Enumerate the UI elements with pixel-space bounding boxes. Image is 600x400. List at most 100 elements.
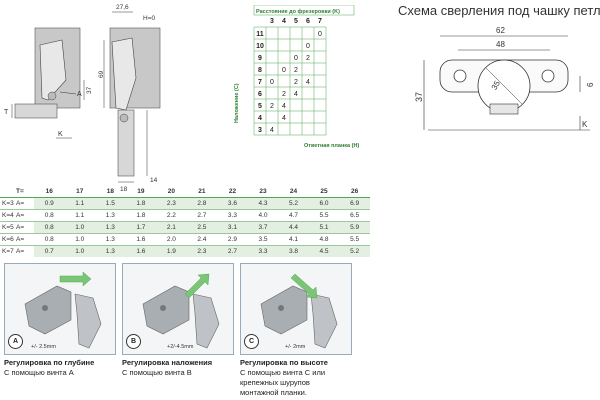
table-header-t-value: 18 bbox=[95, 186, 126, 198]
table-cell: 5.5 bbox=[308, 209, 340, 222]
table-row-k: K=4 bbox=[0, 209, 16, 222]
grid-col-header: 3 bbox=[270, 18, 274, 25]
depth-arrow-icon bbox=[59, 271, 92, 287]
grid-bottom-label: Ответная планка (H) bbox=[304, 143, 359, 149]
panel-overlay-adjust: B +2/-4.5mm bbox=[122, 263, 234, 355]
caption-overlay-text: С помощью винта В bbox=[122, 368, 192, 377]
table-row-a: A= bbox=[16, 245, 34, 257]
grid-cell: 0 bbox=[294, 55, 298, 62]
k-drill-label: K bbox=[582, 120, 588, 129]
table-cell: 1.7 bbox=[125, 221, 157, 234]
hinge-arm-right bbox=[111, 37, 137, 111]
drilling-scheme-title: Схема сверления под чашку петли bbox=[398, 3, 600, 18]
k-label: K bbox=[58, 131, 63, 138]
table-cell: 0.8 bbox=[34, 233, 65, 246]
table-cell: 2.9 bbox=[217, 233, 248, 246]
hinge-image-depth bbox=[24, 271, 102, 349]
table-cell: 2.1 bbox=[156, 221, 187, 234]
hinge-image-overlay bbox=[142, 273, 220, 349]
table-cell: 1.5 bbox=[95, 197, 126, 210]
table-cell: 3.3 bbox=[247, 245, 279, 257]
dim-14-label: 14 bbox=[150, 177, 158, 184]
grid-row-label: 6 bbox=[258, 91, 262, 98]
table-cell: 3.8 bbox=[278, 245, 309, 257]
grid-top-label: Расстояние до фрезеровки (K) bbox=[256, 8, 340, 15]
grid-cell: 0 bbox=[318, 31, 322, 38]
hinge-arm-left bbox=[39, 39, 67, 101]
table-cell: 0.9 bbox=[34, 197, 65, 210]
hinge-section-drawings: T A K 37 27,6 H=0 69 18 14 bbox=[4, 4, 161, 193]
grid-lines bbox=[253, 26, 327, 136]
grid-cell: 0 bbox=[282, 67, 286, 74]
table-header-t-value: 20 bbox=[156, 186, 187, 198]
grid-row-label: 10 bbox=[256, 43, 264, 50]
table-cell: 1.0 bbox=[64, 233, 96, 246]
table-row-a: A= bbox=[16, 221, 34, 234]
screw-b-badge: B bbox=[126, 334, 141, 349]
table-header-t-value: 25 bbox=[308, 186, 340, 198]
table-cell: 0.7 bbox=[34, 245, 65, 257]
screw-hole-right bbox=[541, 69, 555, 83]
grid-col-header: 5 bbox=[294, 18, 298, 25]
table-cell: 0.8 bbox=[34, 209, 65, 222]
grid-cell: 2 bbox=[270, 103, 274, 110]
table-cell: 5.2 bbox=[339, 245, 370, 257]
grid-row-label: 4 bbox=[258, 115, 262, 122]
grid-row-label: 11 bbox=[256, 31, 264, 38]
grid-row-label: 9 bbox=[258, 55, 262, 62]
table-cell: 1.9 bbox=[156, 245, 187, 257]
table-cell: 2.3 bbox=[186, 245, 218, 257]
table-cell: 4.8 bbox=[308, 233, 340, 246]
grid-row-label: 3 bbox=[258, 127, 262, 134]
grid-cell: 4 bbox=[282, 103, 286, 110]
table-header-t-value: 26 bbox=[339, 186, 370, 198]
table-cell: 1.3 bbox=[95, 233, 126, 246]
table-cell: 3.7 bbox=[247, 221, 279, 234]
hinge-image-height bbox=[260, 273, 338, 349]
caption-height-text: С помощью винта С или крепежных шурупов … bbox=[240, 368, 326, 397]
caption-height-title: Регулировка по высоте bbox=[240, 358, 328, 367]
table-cell: 3.5 bbox=[247, 233, 279, 246]
dim-62-label: 62 bbox=[496, 26, 505, 35]
table-cell: 1.8 bbox=[125, 197, 157, 210]
table-header-t-value: 24 bbox=[278, 186, 309, 198]
table-cell: 4.3 bbox=[247, 197, 279, 210]
caption-depth-text: С помощью винта А bbox=[4, 368, 74, 377]
table-cell: 1.3 bbox=[95, 221, 126, 234]
dim-69-label: 69 bbox=[98, 70, 105, 78]
table-row-a: A= bbox=[16, 233, 34, 246]
grid-col-header: 6 bbox=[306, 18, 310, 25]
grid-cell: 4 bbox=[270, 127, 274, 134]
table-cell: 2.4 bbox=[186, 233, 218, 246]
cup-base bbox=[489, 103, 519, 115]
hinge-cup-left bbox=[47, 91, 57, 101]
a-label: A bbox=[77, 91, 82, 98]
table-header-k bbox=[0, 186, 16, 198]
table-cell: 1.8 bbox=[125, 209, 157, 222]
table-header-t-value: 17 bbox=[64, 186, 96, 198]
grid-cell: 4 bbox=[294, 91, 298, 98]
table-cell: 4.7 bbox=[278, 209, 309, 222]
table-cell: 1.1 bbox=[64, 209, 96, 222]
grid-cell: 0 bbox=[270, 79, 274, 86]
table-cell: 1.3 bbox=[95, 245, 126, 257]
dim-27-6-label: 27,6 bbox=[116, 4, 129, 11]
table-cell: 6.0 bbox=[308, 197, 340, 210]
overlay-arrow-icon bbox=[184, 273, 210, 299]
table-cell: 5.5 bbox=[339, 233, 370, 246]
grid-cell: 2 bbox=[294, 67, 298, 74]
screw-hole-left bbox=[453, 69, 467, 83]
table-cell: 2.7 bbox=[217, 245, 248, 257]
dim-48-label: 48 bbox=[496, 40, 505, 49]
table-cell: 1.1 bbox=[64, 197, 96, 210]
table-cell: 4.1 bbox=[278, 233, 309, 246]
